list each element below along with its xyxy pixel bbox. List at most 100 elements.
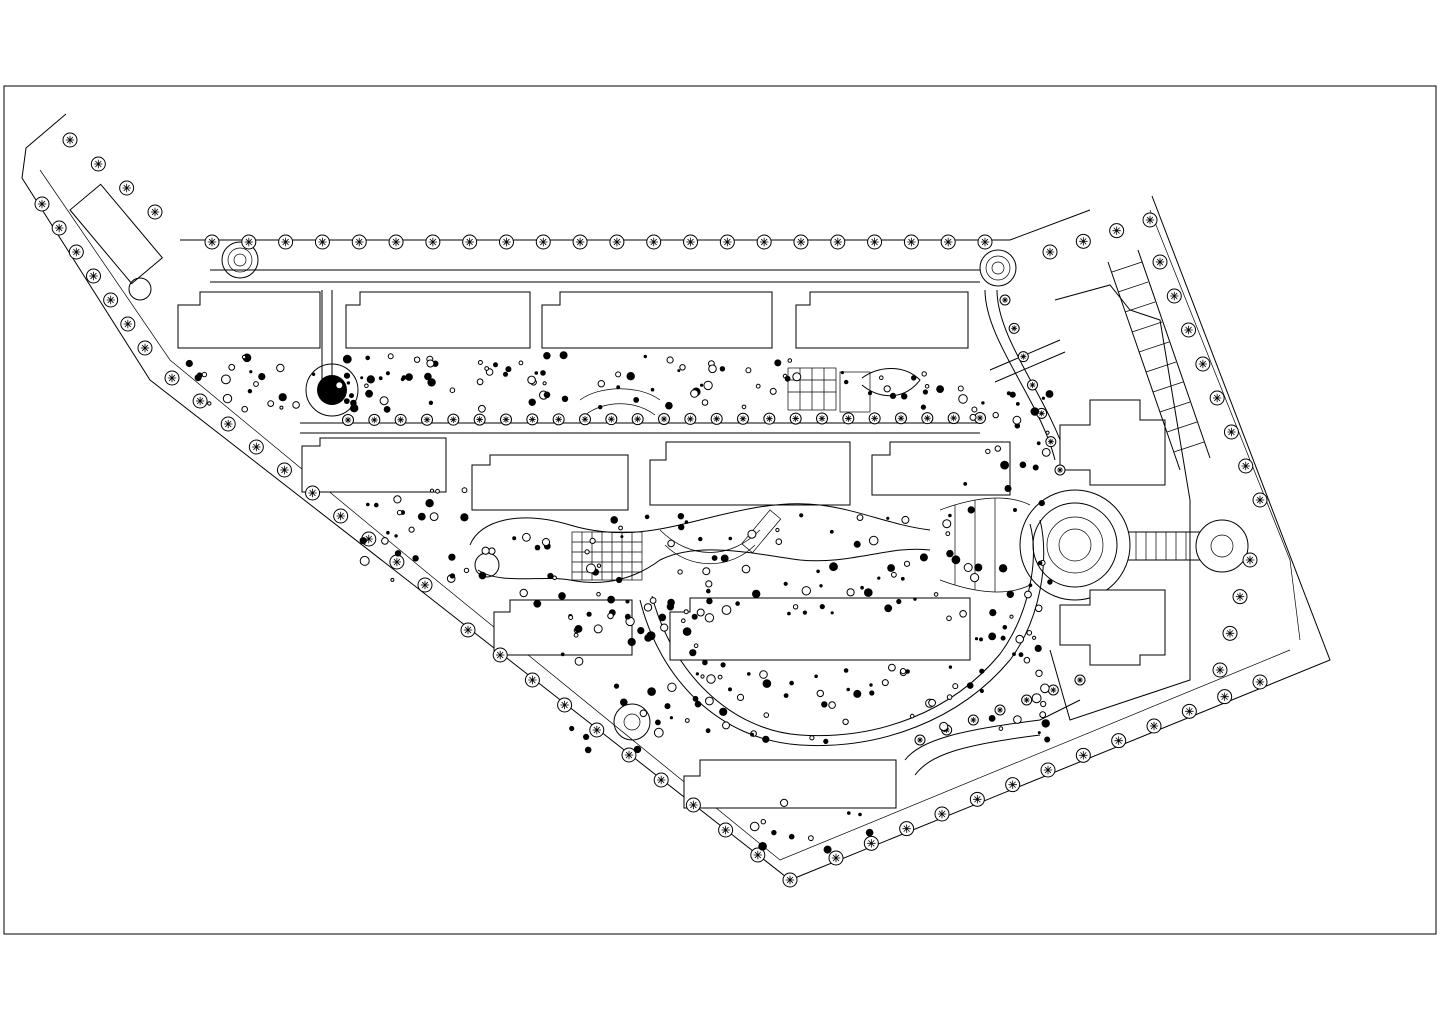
shrub-symbol: [989, 609, 997, 617]
tree-symbol: [34, 196, 50, 212]
shrub-symbol: [706, 674, 716, 684]
shrub-symbol: [633, 397, 640, 403]
shrub-symbol: [597, 380, 605, 388]
shrub-symbol: [689, 649, 697, 657]
shrub-symbol: [843, 668, 849, 673]
shrub-symbol: [705, 580, 713, 588]
shrub-symbol: [974, 563, 983, 572]
shrub-symbol: [583, 733, 590, 741]
shrub-symbol: [449, 573, 456, 579]
shrub-symbol: [400, 377, 405, 382]
shrub-symbol: [276, 363, 285, 373]
tree-symbol: [1008, 322, 1020, 334]
shrub-symbol: [460, 513, 469, 522]
drawing-frame: [3, 85, 1437, 935]
shrub-symbol: [745, 367, 752, 374]
shrub-symbol: [784, 375, 791, 382]
tree-symbol: [947, 412, 960, 425]
tree-symbol: [1045, 436, 1057, 448]
shrub-symbol: [887, 564, 895, 572]
shrub-symbol: [979, 637, 983, 642]
shrub-symbol: [789, 680, 794, 686]
shrub-symbol: [700, 383, 704, 387]
shrub-symbol: [829, 529, 834, 534]
tree-symbol: [1222, 625, 1238, 641]
shrub-symbol: [787, 611, 791, 616]
shrub-symbol: [534, 544, 541, 551]
central-garden: [469, 388, 931, 741]
shrub-symbol: [201, 371, 208, 378]
clubhouse: [69, 183, 164, 285]
tree-symbol: [552, 413, 565, 426]
shrub-symbol: [364, 383, 369, 389]
shrub-symbol: [963, 482, 968, 486]
shrub-symbol: [427, 378, 436, 387]
shrub-symbol: [386, 530, 390, 535]
shrub-symbol: [543, 391, 551, 399]
shrub-symbol: [762, 735, 770, 743]
tree-symbol: [1217, 689, 1233, 705]
tree-symbol: [921, 412, 934, 425]
shrub-symbol: [752, 589, 761, 599]
shrub-symbol: [792, 604, 799, 610]
shrub-symbol: [574, 625, 583, 633]
shrub-symbol: [639, 709, 648, 718]
tree-symbol: [389, 554, 405, 570]
shrub-symbol: [385, 371, 390, 376]
tree-symbol: [1075, 747, 1091, 763]
plaza-building-south: [1059, 589, 1166, 666]
shrub-symbol: [864, 588, 873, 597]
shrub-symbol: [1039, 711, 1047, 719]
shrub-symbol: [988, 632, 997, 641]
shrub-symbol: [858, 812, 862, 817]
shrub-symbol: [900, 668, 907, 675]
shrub-symbol: [1040, 683, 1050, 694]
shrub-symbol: [881, 679, 889, 687]
shrub-symbol: [728, 687, 732, 692]
shrub-symbol: [706, 597, 713, 605]
shrub-symbol: [503, 371, 508, 377]
tree-symbol: [368, 413, 381, 426]
shrub-symbol: [722, 721, 730, 730]
shrub-symbol: [847, 811, 851, 815]
shrub-symbol: [598, 405, 603, 410]
shrub-symbol: [448, 553, 456, 561]
tree-symbol: [447, 413, 460, 426]
tree-symbol: [1223, 424, 1239, 440]
tree-symbol: [421, 413, 433, 426]
tree-symbol: [1142, 212, 1158, 228]
tree-symbol: [605, 413, 618, 426]
shrub-symbol: [667, 539, 675, 548]
shrub-symbol: [678, 523, 685, 531]
shrub-symbol: [425, 499, 434, 508]
tree-symbol: [579, 413, 591, 426]
shrub-symbol: [644, 514, 650, 520]
shrub-symbol: [951, 555, 961, 565]
roundabout-north-west: [221, 241, 259, 279]
shrub-symbol: [879, 375, 884, 381]
shrub-symbol: [435, 488, 440, 494]
shrub-symbol: [461, 487, 468, 494]
shrub-symbol: [865, 828, 874, 837]
shrub-symbol: [741, 404, 747, 410]
shrub-symbol: [429, 512, 439, 521]
shrub-symbol: [891, 571, 897, 578]
tree-symbol: [903, 234, 919, 250]
tree-symbol: [967, 714, 979, 726]
shrub-symbol: [558, 592, 566, 600]
shrub-symbol: [394, 550, 402, 557]
shrub-symbol: [814, 674, 818, 679]
tree-symbol: [609, 234, 625, 250]
shrub-symbol: [1035, 669, 1043, 677]
shrub-symbol: [533, 599, 542, 608]
shrub-symbol: [658, 613, 667, 622]
tree-symbol: [1166, 288, 1182, 304]
shrub-symbol: [755, 383, 761, 389]
tree-symbol: [220, 416, 236, 432]
shrub-symbol: [741, 564, 751, 574]
shrub-symbol: [981, 401, 985, 405]
shrub-symbol: [241, 405, 248, 413]
shrub-symbol: [702, 567, 711, 576]
residential-row-1: [177, 291, 969, 349]
